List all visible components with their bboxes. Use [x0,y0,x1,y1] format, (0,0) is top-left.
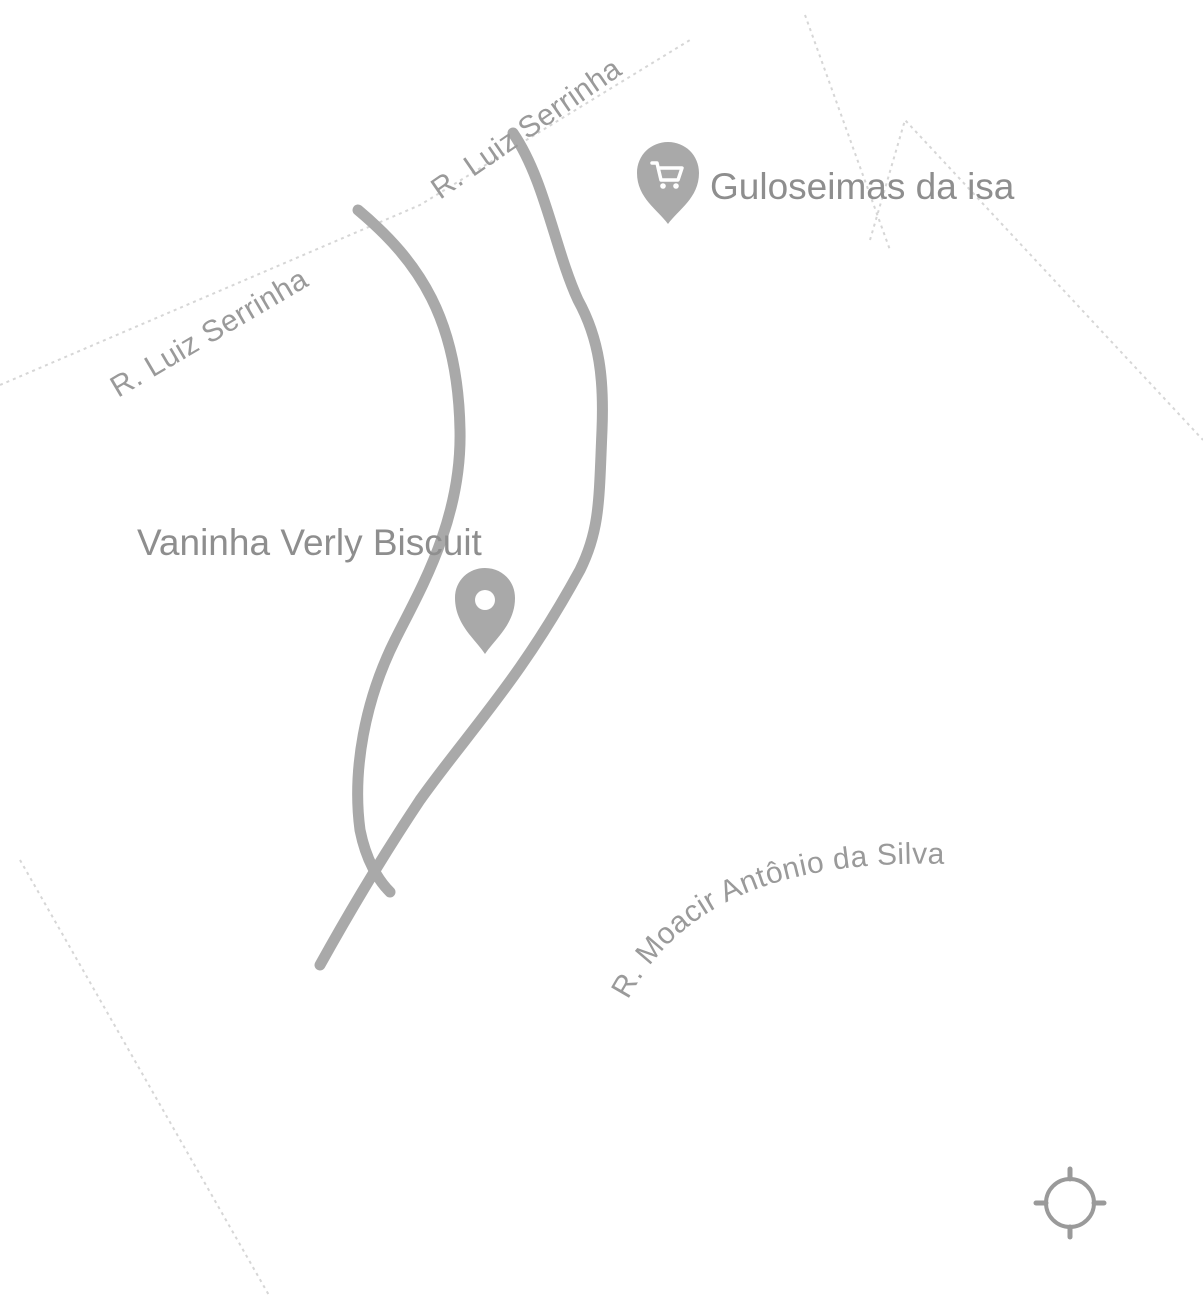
shopping-cart-pin-icon [637,142,699,224]
my-location-button[interactable] [1026,1159,1114,1247]
my-location-icon [1033,1166,1107,1240]
street-label-luiz-serrinha-west: R. Luiz Serrinha [105,262,314,404]
drawn-route-marks [314,127,608,971]
street-label-moacir-antonio-da-silva: R. Moacir Antônio da Silva [605,838,945,1004]
drawn-stroke-right [314,127,608,971]
place-label-vaninha: Vaninha Verly Biscuit [137,522,483,563]
drawn-stroke-left [352,204,466,898]
street-label-luiz-serrinha-east: R. Luiz Serrinha [425,52,627,206]
place-vaninha-verly-biscuit[interactable]: Vaninha Verly Biscuit [137,522,515,654]
place-guloseimas-da-isa[interactable]: Guloseimas da isa [637,142,1015,224]
map-pin-icon [455,568,515,654]
place-label-guloseimas: Guloseimas da isa [710,166,1015,207]
road-lines [0,14,1203,1297]
